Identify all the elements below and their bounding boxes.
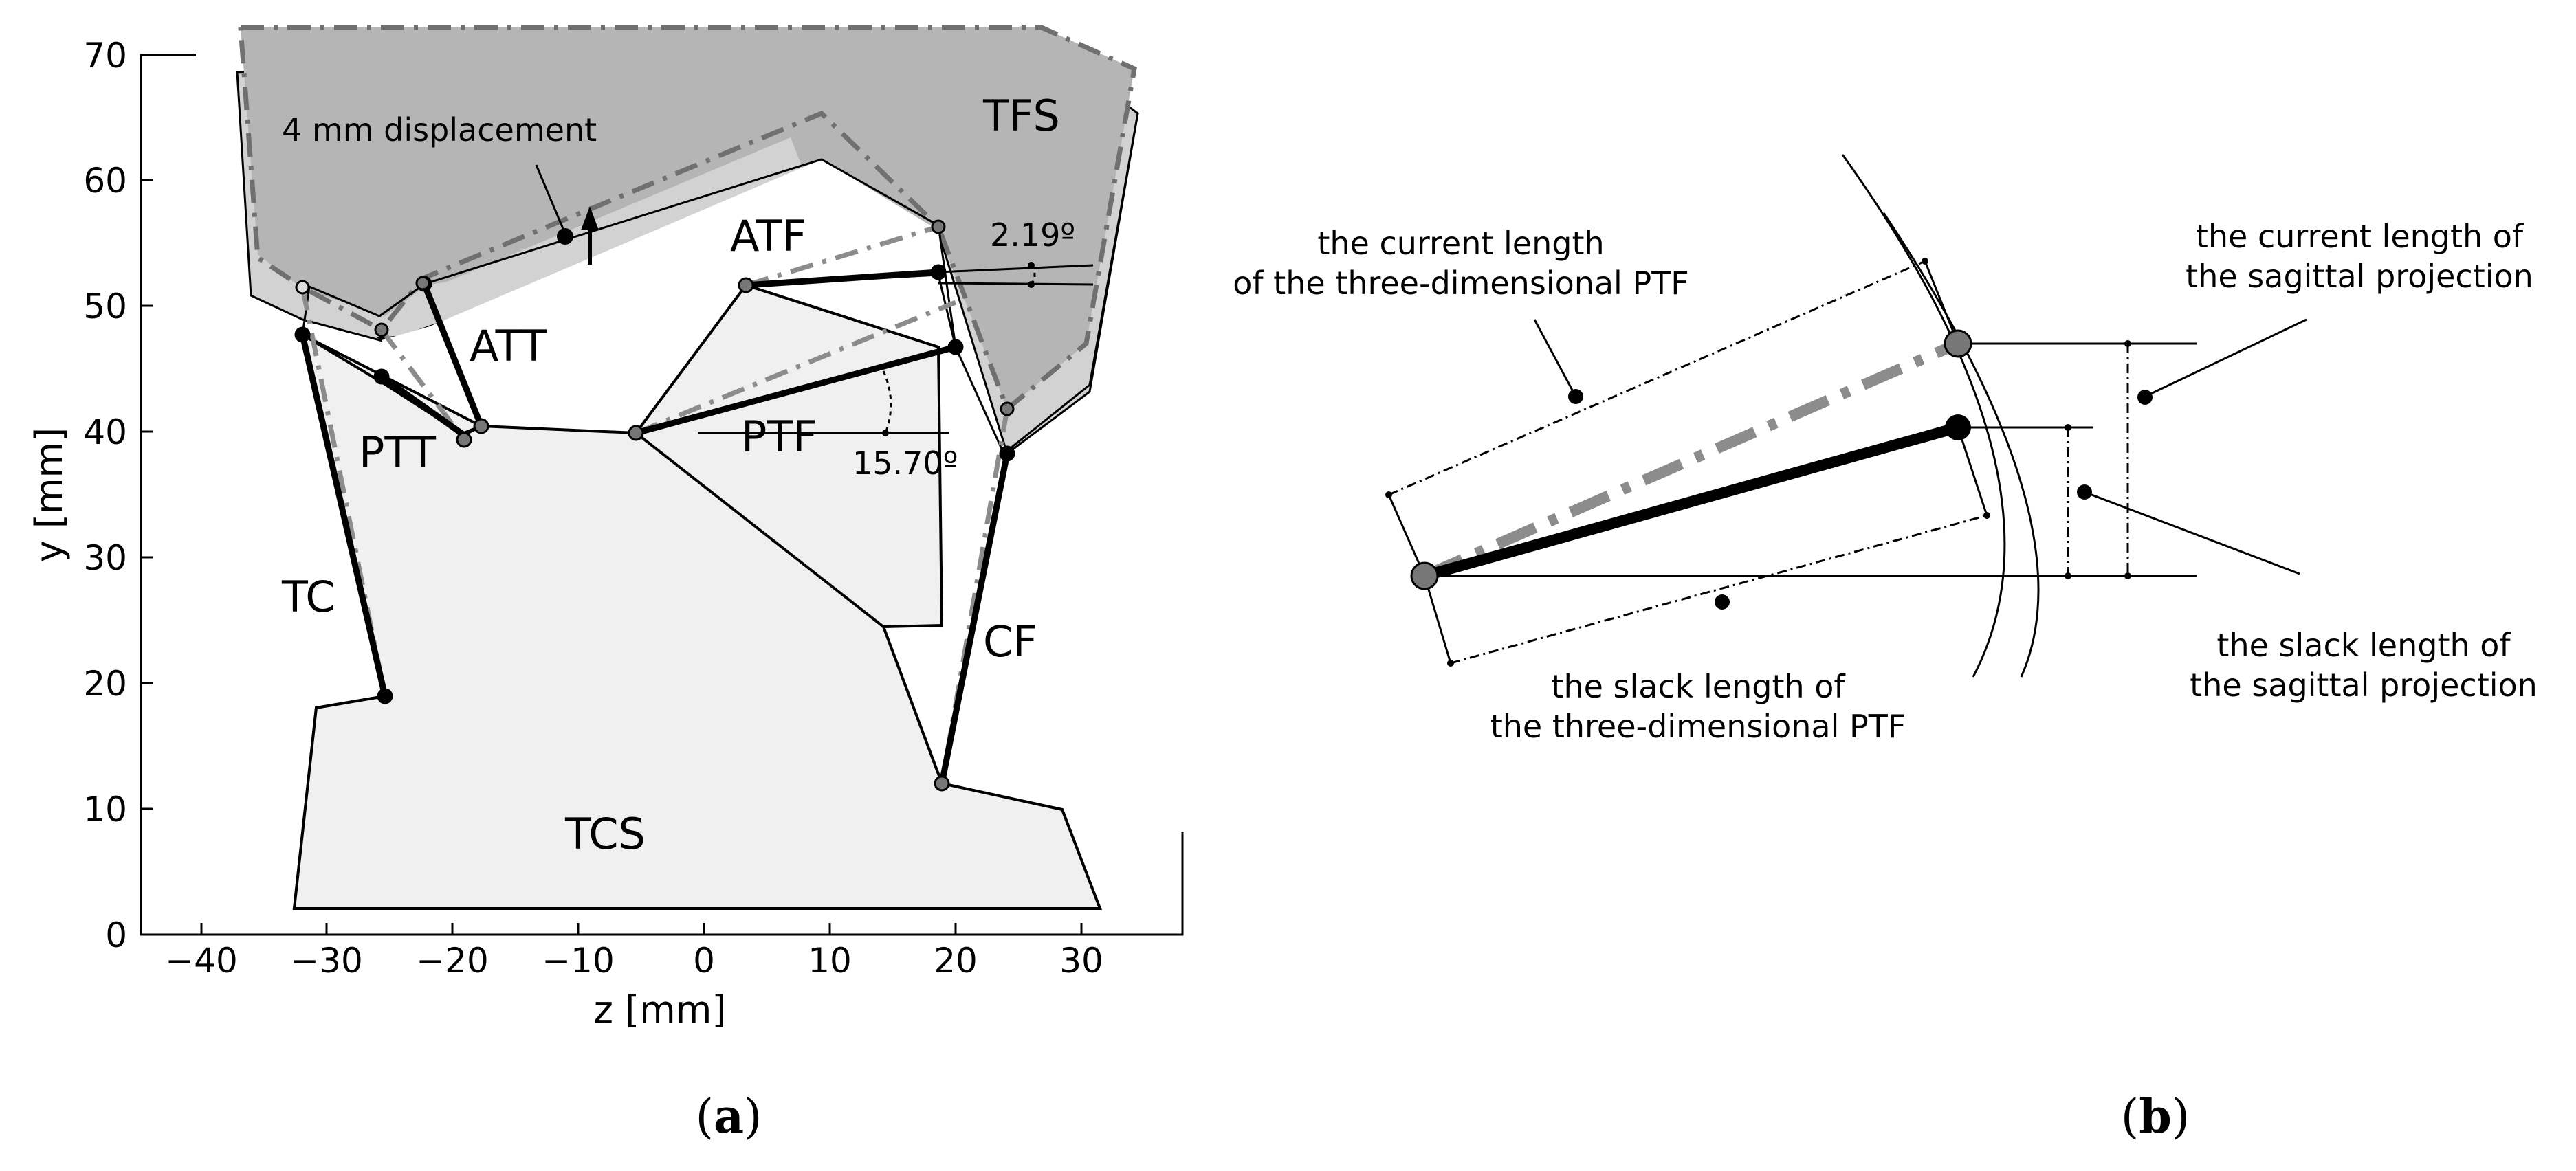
label-att: ATT bbox=[470, 321, 547, 371]
x-tick-label: 20 bbox=[934, 941, 978, 981]
ptf-current-endpoint bbox=[1944, 329, 1972, 358]
x-tick-label: −30 bbox=[290, 941, 363, 981]
tfs-current-outline bbox=[301, 113, 1139, 456]
ligament-ptt bbox=[379, 374, 466, 438]
panel-label-a: (a) bbox=[695, 1089, 762, 1144]
angle-label-top: 2.19º bbox=[990, 216, 1075, 254]
ptf-origin-point bbox=[1410, 561, 1439, 590]
x-tick-label: −40 bbox=[165, 941, 238, 981]
panel-b: the current length of the three-dimensio… bbox=[1233, 154, 2538, 1144]
y-tick-label: 10 bbox=[83, 790, 127, 829]
current-sag-label-line2: the sagittal projection bbox=[2186, 258, 2533, 295]
x-tick-label: 30 bbox=[1059, 941, 1103, 981]
ligaments bbox=[299, 269, 1011, 784]
slack-sag-label-line1: the slack length of bbox=[2216, 627, 2511, 664]
angle-label-ptf: 15.70º bbox=[852, 445, 958, 482]
x-ticks-marks bbox=[200, 923, 1083, 935]
label-cf: CF bbox=[983, 616, 1037, 667]
label-tfs: TFS bbox=[982, 91, 1060, 141]
x-tick-label: 10 bbox=[808, 941, 852, 981]
attachment-points bbox=[294, 219, 1015, 792]
displacement-pointer bbox=[535, 164, 566, 234]
callout-pointers bbox=[1533, 318, 2307, 575]
ligament-ptf bbox=[635, 344, 957, 436]
current-3d-label-line1: the current length bbox=[1317, 225, 1604, 262]
x-tick-label: 0 bbox=[693, 941, 715, 981]
ligament-att bbox=[421, 282, 485, 427]
label-tc: TC bbox=[281, 572, 335, 622]
ptf-current-line bbox=[1422, 338, 1961, 581]
displacement-label: 4 mm displacement bbox=[282, 111, 597, 148]
x-tick-label: −20 bbox=[416, 941, 489, 981]
y-tick-label: 20 bbox=[83, 664, 127, 704]
ligament-cf bbox=[938, 453, 1011, 784]
panel-label-b: (b) bbox=[2121, 1089, 2190, 1144]
y-tick-label: 30 bbox=[83, 538, 127, 578]
slack-3d-dim bbox=[1450, 514, 1988, 665]
panel-a: 0 10 20 30 40 50 60 70 −40 −30 −20 −10 0… bbox=[27, 25, 1184, 1144]
current-sag-label-line1: the current length of bbox=[2196, 218, 2524, 255]
ptf-slack-line bbox=[1422, 422, 1960, 581]
current-3d-label-line2: of the three-dimensional PTF bbox=[1233, 265, 1689, 302]
label-tcs: TCS bbox=[564, 809, 646, 859]
current-3d-dim bbox=[1388, 260, 1926, 496]
slack-arc bbox=[1882, 212, 2040, 678]
x-axis-label: z [mm] bbox=[594, 988, 727, 1031]
y-tick-label: 70 bbox=[83, 36, 127, 76]
y-tick-label: 0 bbox=[105, 915, 127, 955]
current-arc bbox=[1841, 154, 2006, 678]
ligament-tc bbox=[299, 333, 388, 698]
tfs-region bbox=[241, 27, 1134, 409]
y-tick-label: 60 bbox=[83, 161, 127, 201]
slack-3d-label-line1: the slack length of bbox=[1551, 668, 1846, 705]
slack-3d-label-line2: the three-dimensional PTF bbox=[1490, 708, 1906, 745]
y-tick-label: 40 bbox=[83, 412, 127, 452]
slack-sag-label-line2: the sagittal projection bbox=[2190, 667, 2538, 704]
x-tick-label: −10 bbox=[542, 941, 615, 981]
label-atf: ATF bbox=[730, 211, 806, 261]
ligament-atf bbox=[745, 269, 939, 289]
y-tick-labels: 0 10 20 30 40 50 60 70 bbox=[83, 36, 127, 955]
tfs-dashed-outline bbox=[238, 25, 1137, 413]
y-tick-label: 50 bbox=[83, 287, 127, 326]
x-tick-labels: −40 −30 −20 −10 0 10 20 30 bbox=[165, 941, 1103, 981]
label-ptf: PTF bbox=[741, 412, 817, 462]
y-ticks-marks bbox=[141, 54, 153, 936]
label-ptt: PTT bbox=[359, 427, 437, 478]
y-axis-label: y [mm] bbox=[27, 427, 71, 562]
ptf-slack-endpoint bbox=[1945, 414, 1971, 440]
displacement-arrowhead bbox=[581, 206, 599, 230]
